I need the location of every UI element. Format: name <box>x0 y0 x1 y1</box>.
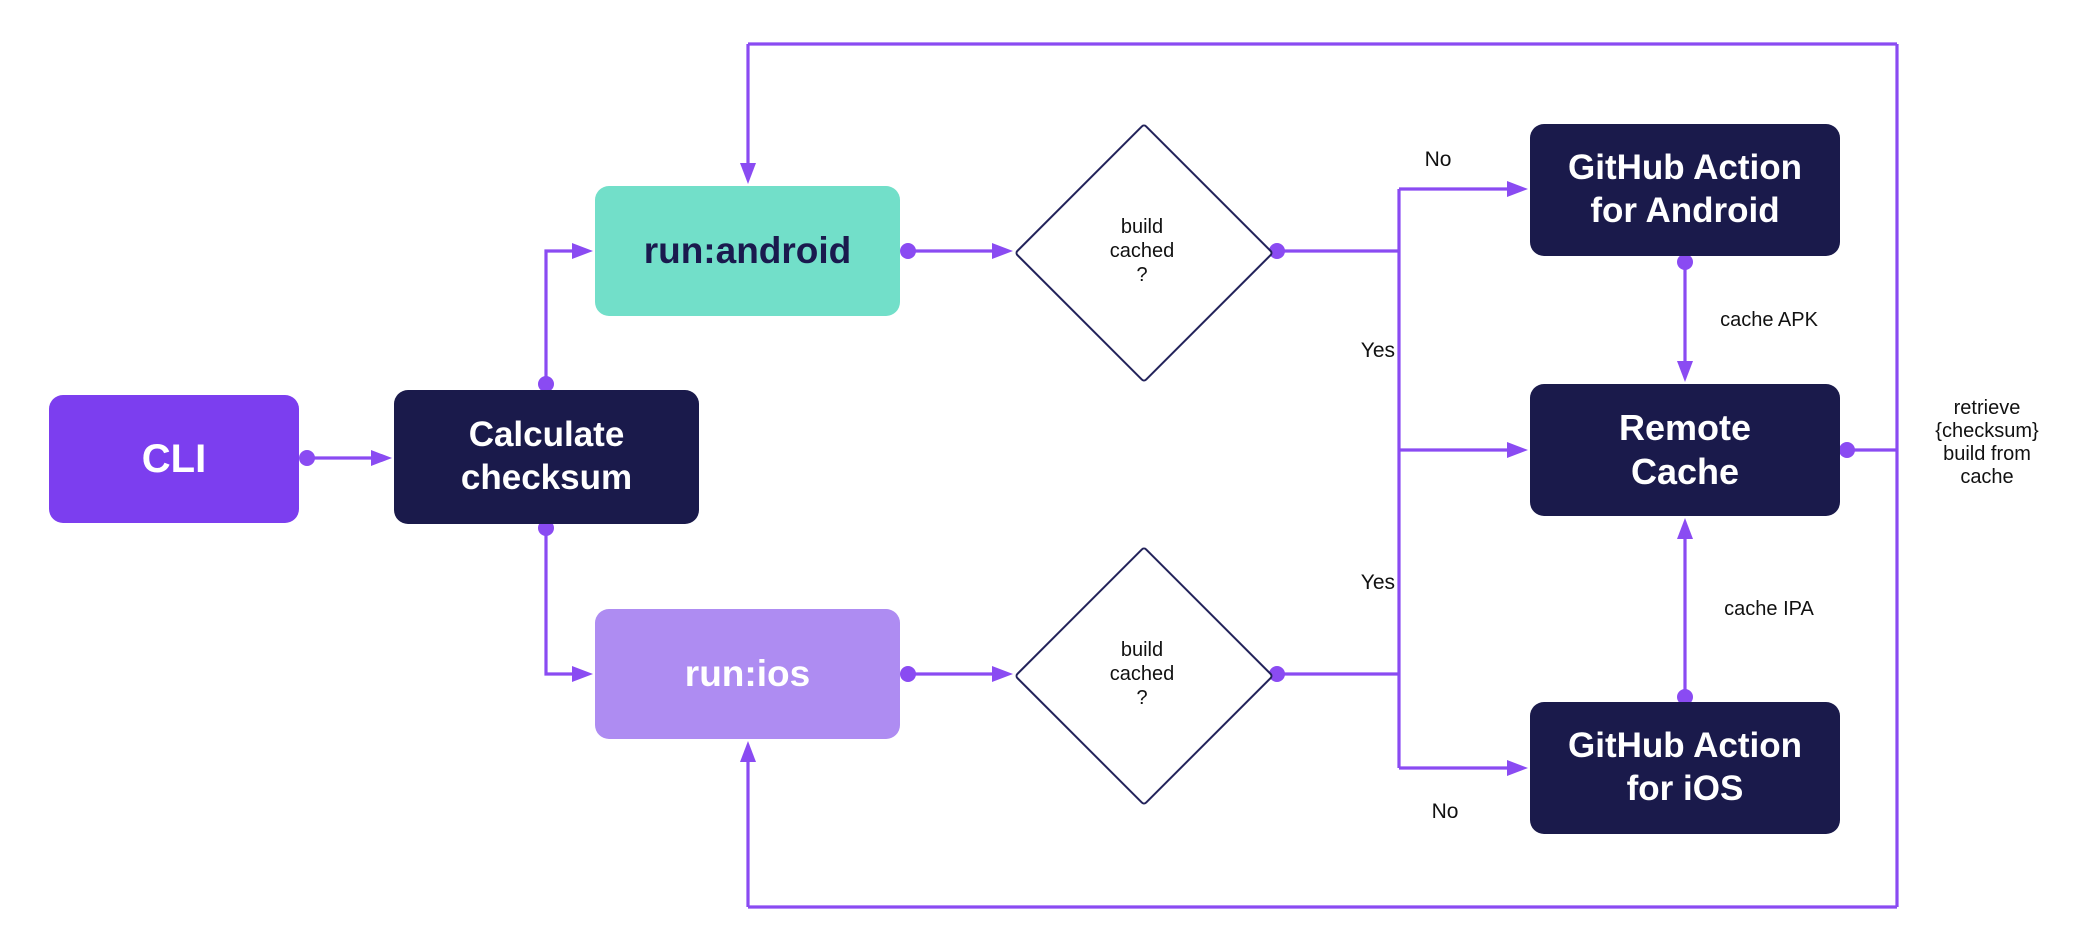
dot-decision-android-right <box>1269 243 1285 259</box>
arrow-into-remote-cache-bottom <box>1677 518 1693 539</box>
arrow-into-checksum <box>371 450 392 466</box>
dot-run-ios-right <box>900 666 916 682</box>
arrow-into-run-android-top <box>740 163 756 184</box>
label-retrieve-from-cache: retrieve {checksum} build from cache <box>1935 397 2039 488</box>
dot-checksum-top <box>538 376 554 392</box>
node-remote-cache: Remote Cache <box>1530 384 1840 516</box>
connector-dots <box>299 243 1855 705</box>
arrow-into-decision-android <box>992 243 1013 259</box>
dot-decision-ios-right <box>1269 666 1285 682</box>
node-cli: CLI <box>49 395 299 523</box>
dot-gha-android-bottom <box>1677 254 1693 270</box>
arrow-into-gha-android <box>1507 181 1528 197</box>
decision-ios-label: build cached ? <box>1109 639 1175 709</box>
edges <box>307 42 1899 909</box>
node-github-action-android: GitHub Action for Android <box>1530 124 1840 256</box>
label-yes-ios: Yes <box>1360 571 1395 594</box>
dot-remote-cache-right <box>1839 442 1855 458</box>
arrow-into-run-android-left <box>572 243 593 259</box>
arrowheads <box>371 163 1693 776</box>
label-no-ios: No <box>1431 800 1459 823</box>
node-calculate-checksum: Calculate checksum <box>394 390 699 524</box>
label-yes-android: Yes <box>1360 339 1395 362</box>
arrow-into-run-ios-bottom <box>740 741 756 762</box>
edge-checksum-to-run-android <box>544 249 572 384</box>
arrow-into-run-ios-left <box>572 666 593 682</box>
node-run-android: run:android <box>595 186 900 316</box>
node-run-ios: run:ios <box>595 609 900 739</box>
dot-cli-right <box>299 450 315 466</box>
arrow-into-remote-cache-left <box>1507 442 1528 458</box>
label-no-android: No <box>1424 148 1452 171</box>
label-cache-apk: cache APK <box>1720 309 1818 331</box>
dot-checksum-bottom <box>538 520 554 536</box>
node-github-action-ios: GitHub Action for iOS <box>1530 702 1840 834</box>
arrow-into-gha-ios <box>1507 760 1528 776</box>
dot-run-android-right <box>900 243 916 259</box>
edge-checksum-to-run-ios <box>544 528 572 676</box>
label-cache-ipa: cache IPA <box>1724 598 1814 620</box>
arrow-into-decision-ios <box>992 666 1013 682</box>
decision-android-label: build cached ? <box>1109 216 1175 286</box>
arrow-into-remote-cache-top <box>1677 361 1693 382</box>
dot-gha-ios-top <box>1677 689 1693 705</box>
